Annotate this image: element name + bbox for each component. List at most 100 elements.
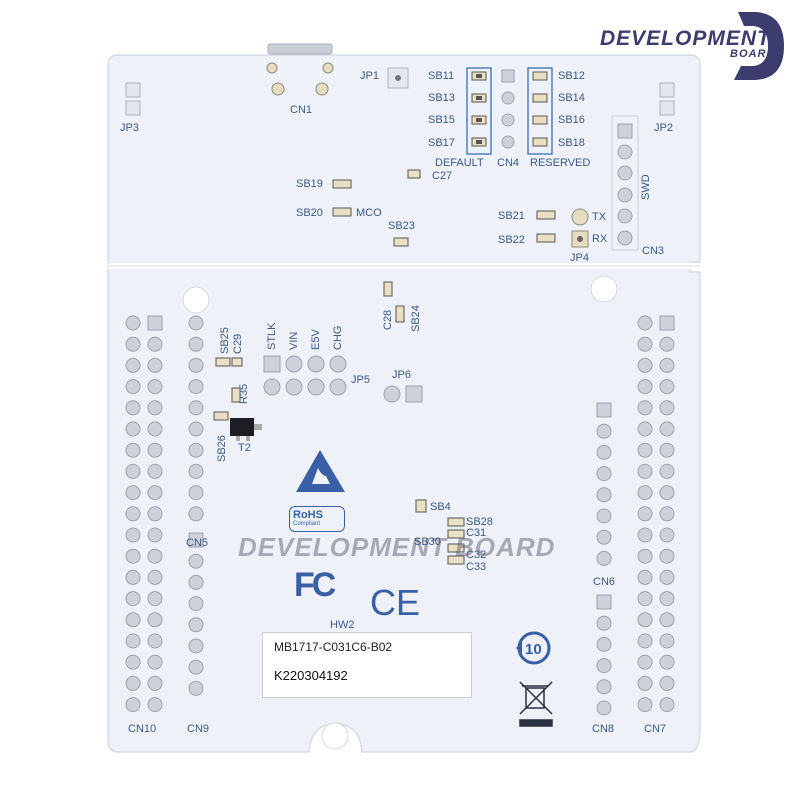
silk-jp1: JP1: [360, 70, 379, 82]
silk-cn4: CN4: [497, 157, 520, 169]
esd-warning-icon: [296, 450, 345, 492]
fcc-mark: FC: [294, 566, 336, 604]
header-pin: [596, 679, 612, 695]
silk-sb13: SB13: [428, 92, 455, 104]
header-pin: [125, 569, 141, 585]
header-pin: [596, 550, 612, 566]
header-pin: [147, 463, 163, 479]
silk-tx: TX: [592, 211, 607, 223]
silk-sb30: SB30: [414, 536, 441, 548]
silk-sb24: SB24: [410, 305, 422, 332]
header-pin: [188, 463, 204, 479]
header-pin: [637, 379, 653, 395]
header-pin: [188, 315, 204, 331]
silk-default: DEFAULT: [435, 157, 484, 169]
header-pin: [188, 506, 204, 522]
rohs-sub: Compliant: [293, 521, 321, 527]
part-number: MB1717-C031C6-B02: [274, 640, 393, 654]
silk-sb17: SB17: [428, 137, 455, 149]
header-pin: [596, 444, 612, 460]
header-pin: [188, 532, 204, 548]
header-pin: [659, 379, 675, 395]
silk-sb16: SB16: [558, 114, 585, 126]
brand-sub: BOARD: [730, 48, 776, 60]
header-pin: [659, 315, 675, 331]
silk-t2: T2: [238, 442, 251, 454]
silk-sb15: SB15: [428, 114, 455, 126]
header-pin: [637, 675, 653, 691]
silk-sb4: SB4: [430, 501, 451, 513]
header-pin: [147, 654, 163, 670]
header-pin: [147, 379, 163, 395]
header-pin: [596, 594, 612, 610]
silk-sb22: SB22: [498, 234, 525, 246]
header-pin: [147, 506, 163, 522]
header-pin: [147, 612, 163, 628]
silk-c27: C27: [432, 170, 453, 182]
header-pin: [659, 527, 675, 543]
header-pin: [147, 400, 163, 416]
header-pin: [596, 423, 612, 439]
header-pin: [659, 442, 675, 458]
silk-r35: R35: [238, 383, 250, 404]
header-pin: [637, 336, 653, 352]
header-pin: [637, 633, 653, 649]
header-pin: [659, 633, 675, 649]
header-pin: [659, 336, 675, 352]
header-pin: [659, 485, 675, 501]
silk-cn7: CN7: [644, 723, 667, 735]
brand-word: DEVELOPMENT: [600, 27, 771, 50]
header-pin: [188, 336, 204, 352]
part-label: [262, 632, 472, 698]
header-pin: [125, 357, 141, 373]
silk-c31: C31: [466, 527, 487, 539]
eco-mark: 10: [525, 641, 542, 658]
silk-cn3: CN3: [642, 245, 665, 257]
header-pin: [188, 659, 204, 675]
silk-sb28: SB28: [466, 516, 493, 528]
silk-jp4: JP4: [570, 252, 589, 264]
header-pin: [125, 675, 141, 691]
header-pin: [188, 574, 204, 590]
silk-cn8: CN8: [592, 723, 615, 735]
usb-connector-icon: [266, 43, 334, 96]
silk-c33: C33: [466, 561, 487, 573]
header-pin: [188, 596, 204, 612]
silk-stlk: STLK: [266, 322, 278, 350]
header-pin: [125, 442, 141, 458]
header-pin: [125, 633, 141, 649]
header-pin: [637, 442, 653, 458]
header-pin: [147, 421, 163, 437]
header-pin: [147, 591, 163, 607]
silk-cn10: CN10: [128, 723, 157, 735]
header-pin: [188, 680, 204, 696]
header-pin: [637, 612, 653, 628]
header-pin: [125, 612, 141, 628]
header-pin: [147, 697, 163, 713]
header-pin: [125, 463, 141, 479]
header-pin: [125, 379, 141, 395]
header-pin: [188, 442, 204, 458]
silk-sb14: SB14: [558, 92, 585, 104]
header-pin: [125, 548, 141, 564]
header-pin: [188, 485, 204, 501]
header-pin: [637, 400, 653, 416]
header-pin: [659, 463, 675, 479]
header-pin: [596, 636, 612, 652]
rohs-text: RoHS: [293, 509, 323, 521]
header-pin: [637, 485, 653, 501]
header-pin: [637, 548, 653, 564]
header-pin: [188, 379, 204, 395]
silk-sb19: SB19: [296, 178, 323, 190]
serial-number: K220304192: [274, 668, 348, 683]
silk-sb11: SB11: [428, 70, 455, 82]
header-pin: [659, 612, 675, 628]
silk-rx: RX: [592, 233, 608, 245]
header-pin: [637, 527, 653, 543]
header-pin: [125, 336, 141, 352]
header-pin: [659, 591, 675, 607]
header-pin: [637, 463, 653, 479]
header-pin: [188, 421, 204, 437]
silk-c28: C28: [382, 309, 394, 330]
header-pin: [659, 421, 675, 437]
